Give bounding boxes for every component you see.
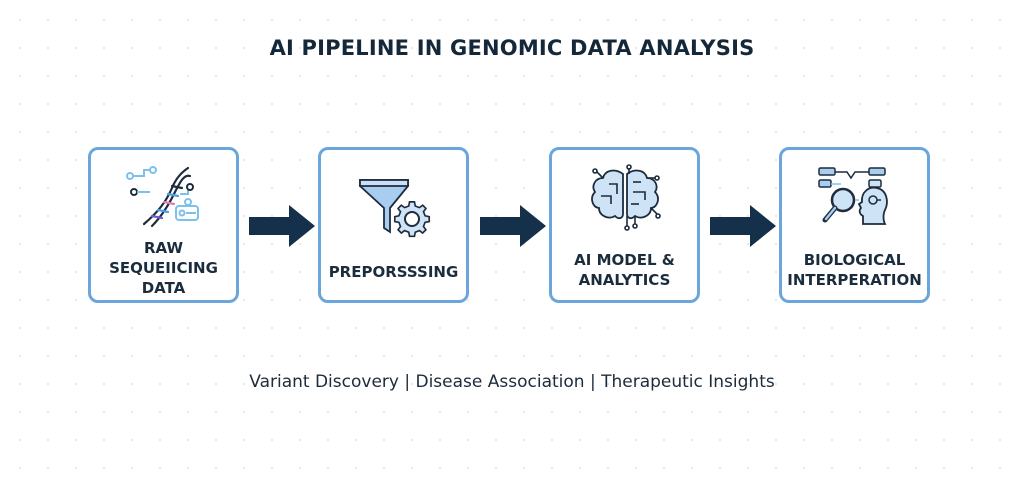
label-line: AI MODEL & [574,251,675,269]
brain-circuit-icon [590,164,661,231]
step-preprocessing: PREPORSSSING [318,147,469,303]
arrow-right-icon [480,205,546,247]
arrow-right-icon [249,205,315,247]
dna-icon [125,166,199,228]
diagram-title: AI PIPELINE IN GENOMIC DATA ANALYSIS [269,36,755,60]
step-label: AI MODEL & ANALYTICS [552,250,697,290]
step-biological-interpretation: BIOLOGICAL INTERPERATION [779,147,930,303]
step-ai-model-analytics: AI MODEL & ANALYTICS [549,147,700,303]
label-line: DATA [141,279,186,297]
label-line: PREPORSSSING [328,263,459,281]
step-raw-sequencing-data: RAW SEQUEIICING DATA [88,147,239,303]
step-label: PREPORSSSING [321,262,466,282]
label-line: ANALYTICS [578,271,671,289]
step-label: BIOLOGICAL INTERPERATION [782,250,927,290]
label-line: INTERPERATION [787,271,922,289]
label-line: BIOLOGICAL [803,251,906,269]
label-line: SEQUEIICING [109,259,218,277]
arrow-right-icon [710,205,776,247]
funnel-gear-icon [358,179,430,238]
label-line: RAW [143,239,184,257]
outcomes-subtitle: Variant Discovery | Disease Association … [249,372,775,392]
step-label: RAW SEQUEIICING DATA [91,238,236,298]
magnifier-head-icon [817,167,888,225]
